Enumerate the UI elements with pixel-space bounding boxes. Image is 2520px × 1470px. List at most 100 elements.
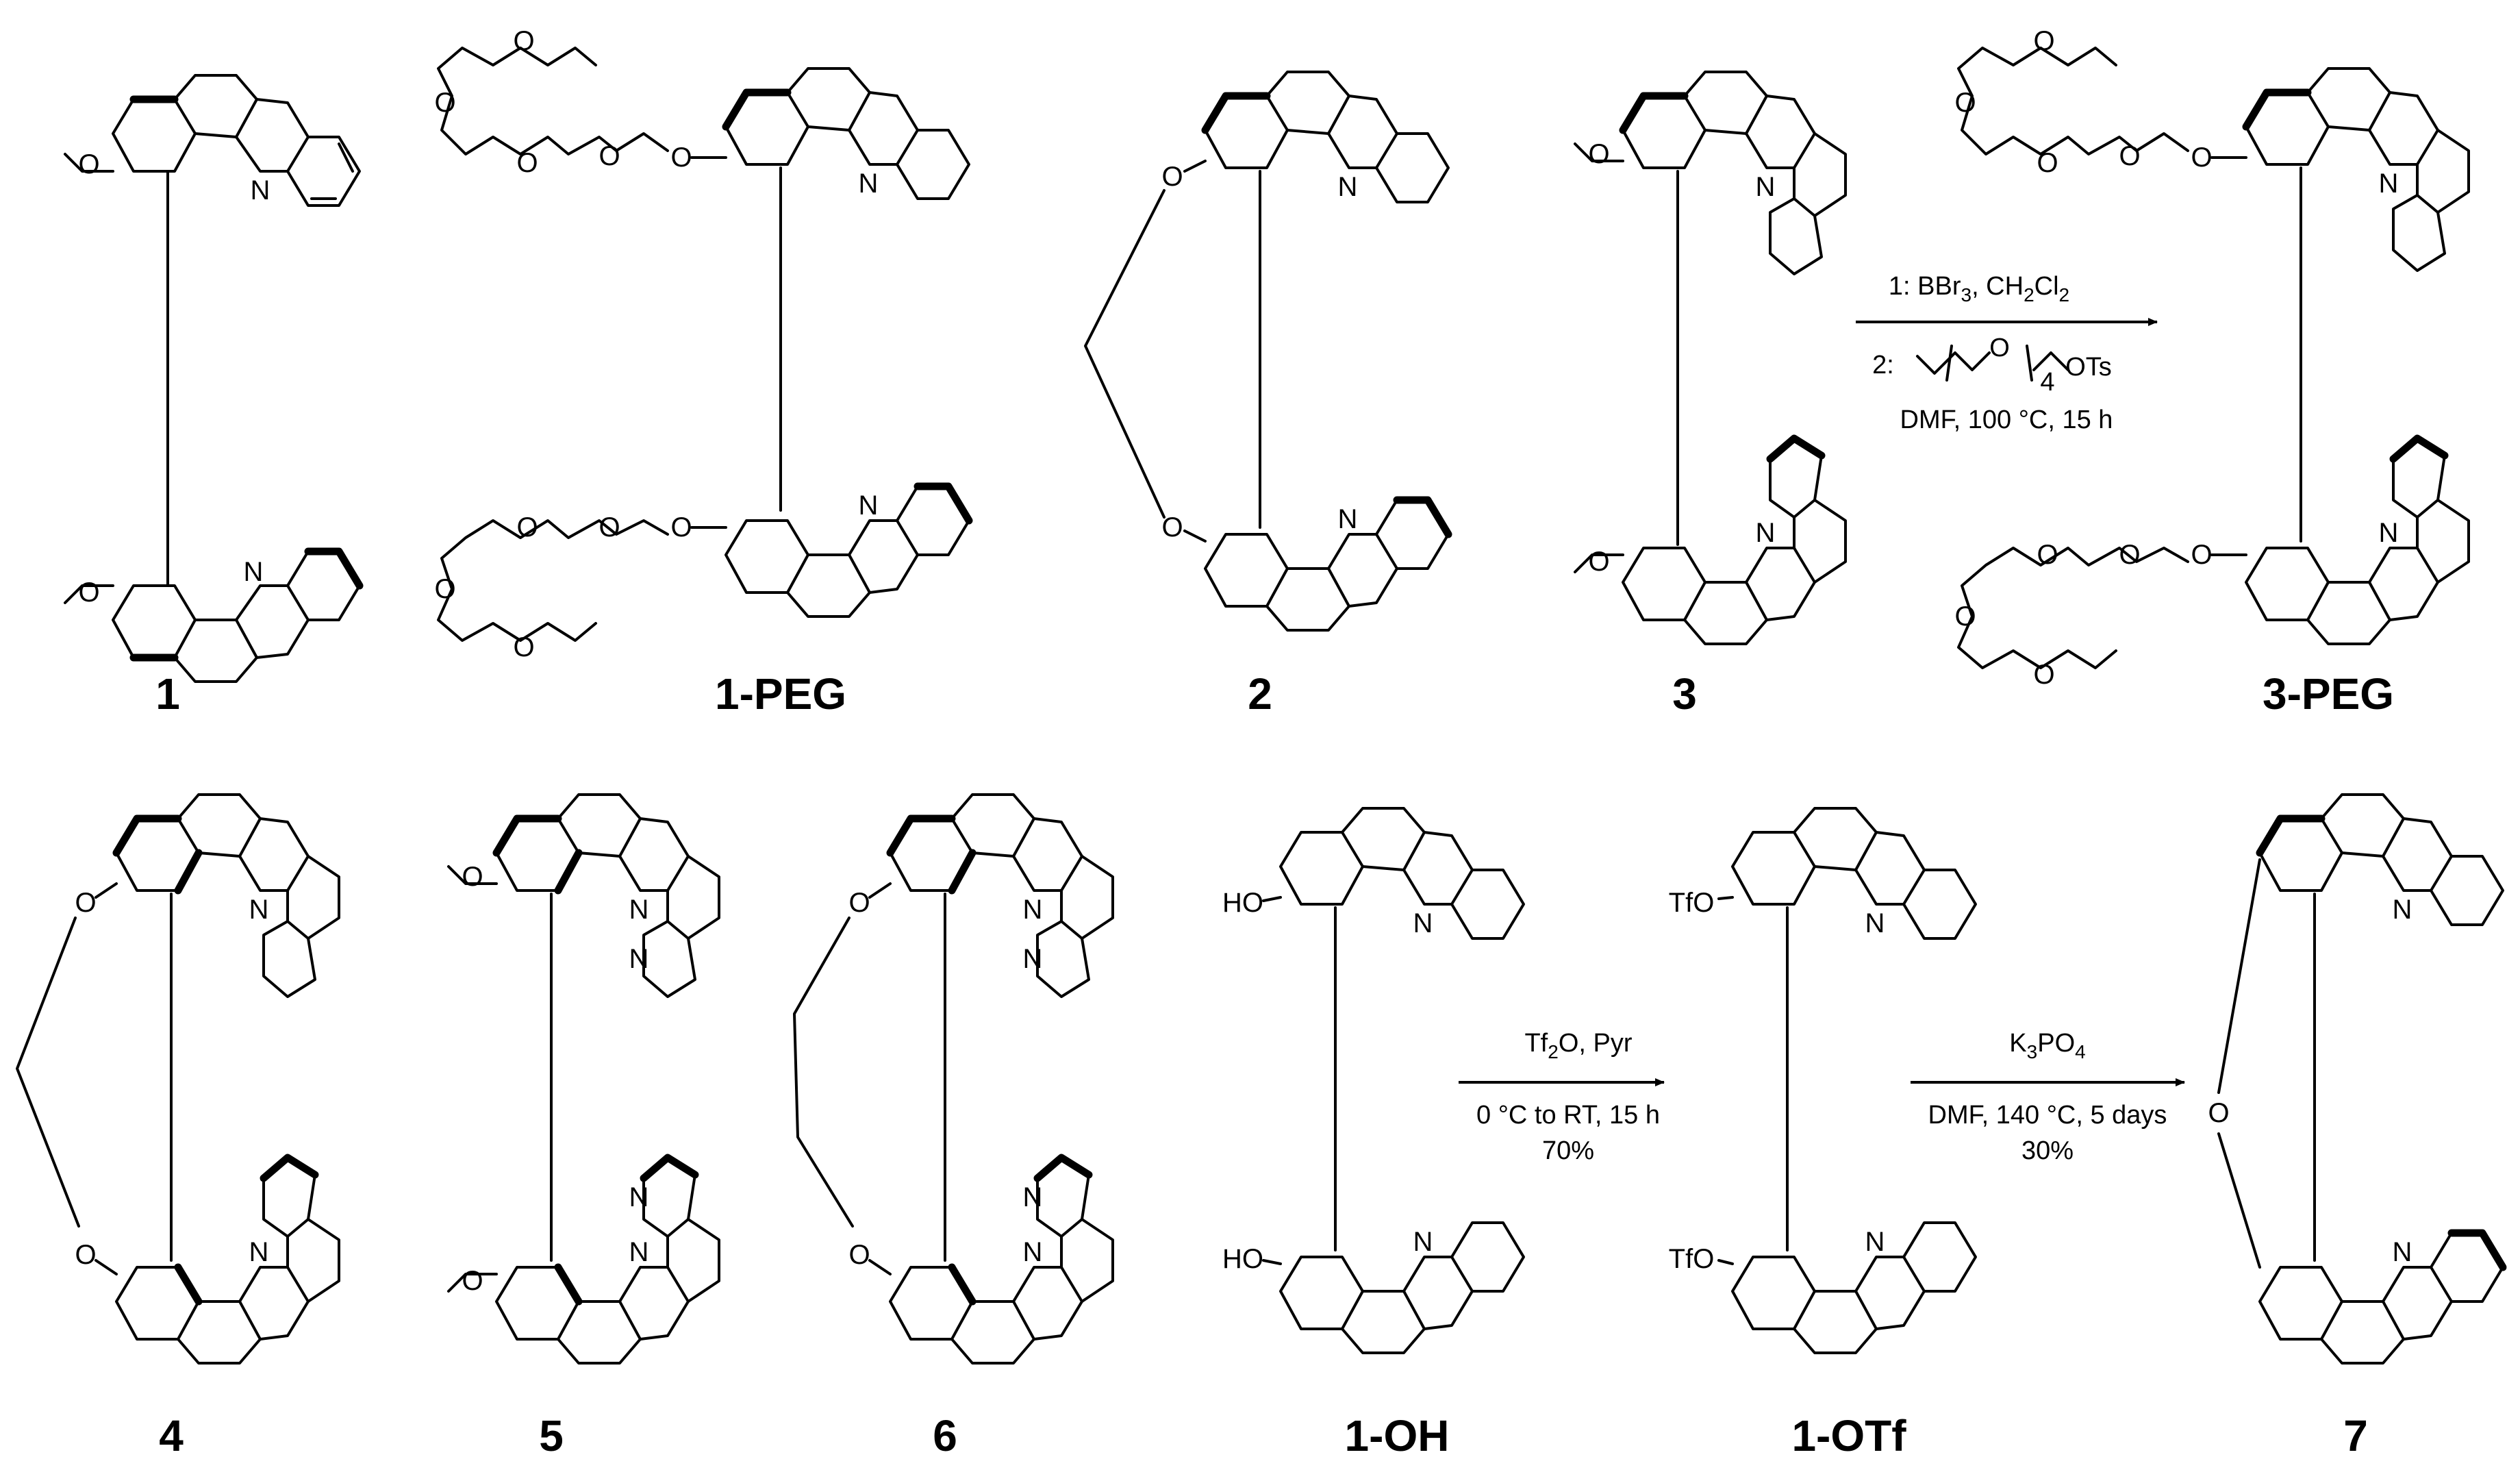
oxygen-label: O: [1588, 139, 1609, 169]
triflation-reagent: Tf2O, Pyr: [1524, 1029, 1632, 1062]
repeat-count: 4: [2040, 368, 2054, 397]
oxygen-label: O: [2033, 660, 2054, 690]
peg-chain-lower: O O O O: [1954, 540, 2189, 690]
compound-1-oh: N HO N HO: [1222, 807, 1525, 1354]
oxygen-label: O: [670, 512, 692, 543]
nitrogen-label: N: [1023, 1237, 1043, 1267]
peg-chain-upper: O O O O: [434, 26, 669, 178]
nitrogen-label: N: [629, 1237, 649, 1267]
oxygen-label: O: [462, 862, 483, 892]
oxygen-label: O: [2191, 540, 2212, 570]
upper-unit: N O: [1161, 71, 1450, 203]
oxygen-label: O: [1588, 547, 1609, 577]
oxygen-label: O: [78, 149, 99, 179]
oxygen-label: O: [516, 512, 538, 543]
reaction-triflation: Tf2O, Pyr 0 °C to RT, 15 h 70%: [1459, 1029, 1665, 1165]
upper-unit: N TfO: [1669, 807, 1977, 940]
nitrogen-label: N: [1413, 908, 1433, 938]
nitrogen-label: N: [251, 175, 270, 205]
compound-5: N N O N N O: [447, 793, 720, 1365]
nitrogen-label: N: [249, 1237, 269, 1267]
compound-label-1-oh: 1-OH: [1345, 1411, 1450, 1460]
nitrogen-label: N: [2379, 518, 2399, 548]
nitrogen-label: N: [859, 169, 879, 199]
nitrogen-label: N: [1338, 504, 1358, 534]
bridge-bond: [1084, 189, 1166, 519]
oxygen-label: O: [2037, 148, 2058, 178]
step1-conditions: 1: BBr3, CH2Cl2: [1889, 272, 2069, 306]
oxygen-label: O: [434, 574, 455, 604]
nitrogen-label: N: [859, 490, 879, 521]
nitrogen-label: N: [1413, 1227, 1433, 1257]
lower-unit: N O: [2191, 434, 2470, 645]
oxygen-label: O: [2119, 540, 2140, 570]
nitrogen-label: N: [1865, 908, 1885, 938]
peg-chain-lower: O O O O: [434, 512, 669, 662]
compound-label-1-peg: 1-PEG: [715, 669, 846, 719]
compound-1-otf: N TfO N TfO: [1669, 807, 1977, 1354]
step2-label: 2:: [1872, 351, 1894, 379]
upper-unit: N: [2256, 793, 2504, 926]
compound-3-peg: N O O O O O N O O O O O: [1954, 26, 2470, 690]
ether-bridge: [2217, 858, 2261, 1269]
compound-3: N O N O: [1574, 71, 1847, 645]
oxygen-label: O: [434, 88, 455, 118]
lower-unit: N O: [75, 1154, 340, 1365]
compound-label-3-peg: 3-PEG: [2263, 669, 2394, 719]
hydroxyl-label: HO: [1222, 1244, 1263, 1274]
nitrogen-label: N: [249, 895, 269, 925]
nitrogen-label: N: [629, 944, 649, 974]
coupling-yield: 30%: [2021, 1136, 2074, 1165]
oxygen-label: O: [670, 142, 692, 173]
upper-unit: N O: [64, 74, 361, 207]
upper-unit: N O: [670, 67, 970, 200]
oxygen-label: O: [598, 512, 620, 543]
lower-unit: N: [2258, 1229, 2507, 1365]
tosylate-label: OTs: [2065, 353, 2112, 382]
step2-conditions: DMF, 100 °C, 15 h: [1900, 406, 2113, 434]
compound-1: N O N O: [64, 74, 364, 683]
nitrogen-label: N: [1756, 172, 1776, 202]
bridge-bond: [793, 917, 854, 1228]
upper-unit: N O: [1574, 71, 1847, 275]
oxygen-label: O: [2191, 142, 2212, 173]
coupling-conditions: DMF, 140 °C, 5 days: [1928, 1101, 2167, 1130]
nitrogen-label: N: [1023, 895, 1043, 925]
nitrogen-label: N: [1865, 1227, 1885, 1257]
lower-unit: N O: [1574, 434, 1847, 645]
compound-label-2: 2: [1248, 669, 1272, 719]
nitrogen-label: N: [1338, 172, 1358, 202]
nitrogen-label: N: [1023, 1182, 1043, 1212]
oxygen-label: O: [2037, 540, 2058, 570]
compound-2: N O N O: [1084, 71, 1452, 632]
oxygen-label: O: [75, 888, 96, 918]
peg-chain-upper: O O O O: [1954, 26, 2189, 178]
oxygen-label: O: [2119, 141, 2140, 171]
oxygen-label: O: [513, 26, 534, 56]
oxygen-label: O: [1161, 162, 1183, 192]
compound-6: N N O N N O: [793, 793, 1114, 1365]
upper-unit: N HO: [1222, 807, 1525, 940]
bridge-bond: [16, 917, 80, 1228]
oxygen-label: O: [1954, 601, 1976, 632]
oxygen-label: O: [848, 888, 870, 918]
lower-unit: N O: [1161, 496, 1452, 632]
upper-unit: N N O: [848, 793, 1114, 998]
triflate-label: TfO: [1669, 888, 1715, 918]
nitrogen-label: N: [2393, 895, 2412, 925]
reaction-peg-installation: 1: BBr3, CH2Cl2 2: O 4 OTs DMF, 100 °C, …: [1856, 272, 2158, 434]
compound-label-6: 6: [933, 1411, 957, 1460]
triflate-label: TfO: [1669, 1244, 1715, 1274]
nitrogen-label: N: [629, 1182, 649, 1212]
compound-label-1: 1: [155, 669, 180, 719]
compound-label-7: 7: [2343, 1411, 2368, 1460]
compound-label-1-otf: 1-OTf: [1791, 1411, 1906, 1460]
oxygen-label: O: [462, 1266, 483, 1296]
upper-unit: N O: [2191, 67, 2470, 272]
lower-unit: N N O: [447, 1154, 720, 1365]
triflation-conditions: 0 °C to RT, 15 h: [1476, 1101, 1660, 1130]
lower-unit: N O: [64, 547, 364, 683]
oxygen-label: O: [513, 632, 534, 662]
triflation-yield: 70%: [1542, 1136, 1594, 1165]
